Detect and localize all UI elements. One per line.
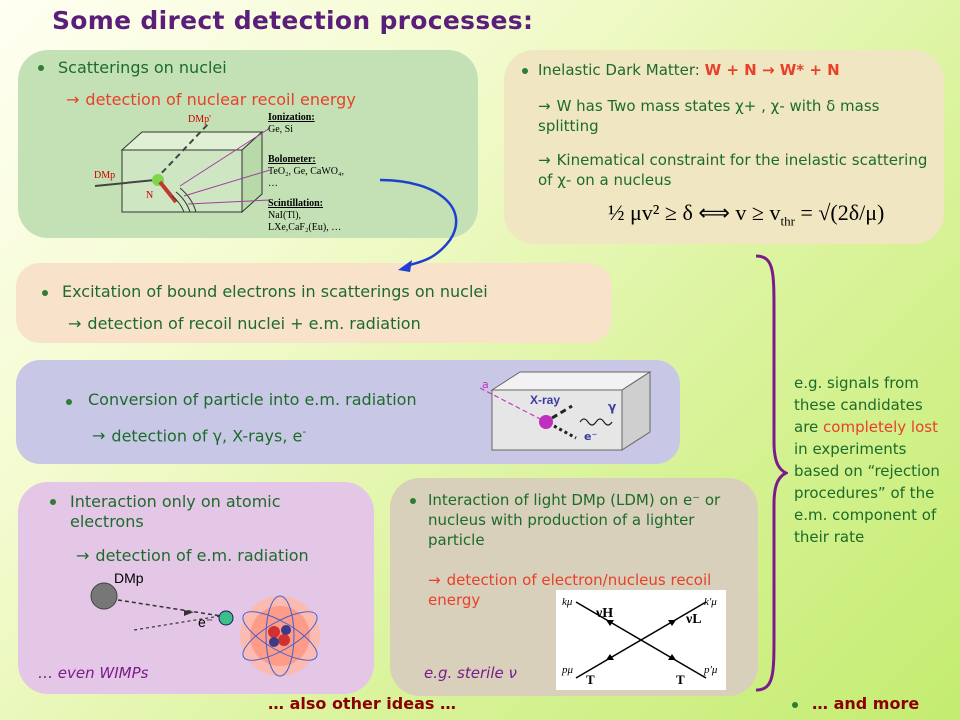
atomic-electron-diagram [90,582,320,677]
xray-label: X-ray [530,393,561,407]
bullet-dot [66,399,72,405]
nuclear-scattering-bullet: Scatterings on nuclei [58,58,227,77]
arrow-icon: → [92,426,106,446]
arrow-icon: → [68,314,82,333]
arrow-icon: → [428,571,441,589]
curved-arrow-icon [380,178,458,272]
recoil-radiation-line: → detection of recoil nuclei + e.m. radia… [68,314,421,334]
conversion-bullet: Conversion of particle into e.m. radiati… [88,390,417,409]
mass-states-text: W has Two mass states χ+ , χ- with δ mas… [538,97,880,135]
side-note-part1: e.g. signals from these candidates are [794,374,923,436]
bullet-dot [410,498,416,504]
bound-electrons-panel [16,263,612,343]
kinematic-constraint-line: →Kinematical constraint for the inelasti… [538,150,928,190]
detector-box-diagram [94,121,271,214]
kinematic-constraint-text: Kinematical constraint for the inelastic… [538,151,928,189]
em-radiation-text: detection of e.m. radiation [95,546,309,565]
conversion-detector-diagram [480,371,652,451]
k-top-left-label: kμ [562,596,573,608]
rejection-side-note: e.g. signals from these candidates are c… [794,372,944,548]
feynman-diagram [556,590,726,690]
nuclear-recoil-text: detection of nuclear recoil energy [85,90,356,109]
recoil-energy-text: detection of electron/nucleus recoil ene… [428,571,712,609]
em-radiation-line: → detection of e.m. radiation [76,546,309,566]
nucleus-label: N [146,190,154,201]
scintillation-items-1: NaI(Tl), [268,210,302,221]
threshold-formula: ½ μv² ≥ δ ⟺ v ≥ vthr = √(2δ/μ) [608,200,884,229]
inelastic-dm-prefix: Inelastic Dark Matter: [538,61,700,79]
ionization-items: Ge, Si [268,124,293,135]
inelastic-reaction: W + N → W* + N [704,61,840,79]
nu-l-label: νL [686,612,702,627]
dmp-label: DMp [114,570,144,586]
p-left-label: pμ [562,664,574,676]
axion-label: a [482,378,489,391]
even-wimps-note: … even WIMPs [38,664,149,682]
bullet-dot [792,702,798,708]
t-right-label: T [676,672,685,687]
bolometer-more: … [268,178,278,189]
dmp-out-label: DMp' [188,114,211,125]
formula-left: ½ μv² ≥ δ ⟺ v ≥ v [608,200,781,225]
inelastic-dm-bullet: Inelastic Dark Matter: W + N → W* + N [538,60,840,80]
brace-icon [755,254,788,692]
formula-sub: thr [780,213,795,229]
and-more-footer: … and more [812,694,920,713]
mass-states-line: →W has Two mass states χ+ , χ- with δ ma… [538,96,928,136]
light-dm-bullet: Interaction of light DMp (LDM) on e⁻ or … [428,491,721,549]
arrow-icon: → [76,546,90,565]
scintillation-title: Scintillation: [268,198,324,209]
p-right-label: p′μ [704,664,718,676]
side-note-part2: completely lost [823,418,938,436]
page-title: Some direct detection processes: [52,6,534,35]
bolometer-title: Bolometer: [268,154,316,165]
nuclear-recoil-line: → detection of nuclear recoil energy [66,90,356,110]
t-left-label: T [586,672,595,687]
bullet-dot [38,65,44,71]
bullet-dot [50,499,56,505]
recoil-energy-line: →detection of electron/nucleus recoil en… [428,570,746,610]
recoil-radiation-text: detection of recoil nuclei + e.m. radiat… [87,314,421,333]
bound-electrons-bullet: Excitation of bound electrons in scatter… [62,282,488,301]
ionization-title: Ionization: [268,112,315,123]
dmp-in-label: DMp [94,170,116,181]
nu-h-label: νH [596,606,614,621]
side-note-part3: in experiments based on “rejection proce… [794,440,940,546]
conversion-detection-text: detection of γ, X-rays, e [111,426,303,446]
arrow-icon: → [538,97,551,115]
electron-label: e⁻ [198,614,214,630]
arrow-icon: → [66,90,80,109]
sterile-note: e.g. sterile ν [424,664,517,682]
formula-right: = √(2δ/μ) [800,200,885,225]
bullet-dot [42,290,48,296]
atomic-electrons-bullet: Interaction only on atomic electrons [70,492,281,531]
k-top-right-label: k′μ [704,596,717,608]
scintillation-items-2: LXe,CaF₂(Eu), … [268,222,342,233]
electron-label: e⁻ [584,430,598,443]
bolometer-items: TeO₂, Ge, CaWO₄, [268,166,344,177]
conversion-detection-line: →detection of γ, X-rays, e- [92,422,306,446]
bullet-dot [522,68,528,74]
gamma-label: γ [608,400,617,414]
arrow-icon: → [538,151,551,169]
inelastic-dm-panel [504,50,944,244]
other-ideas-footer: … also other ideas … [268,694,456,713]
electron-sup: - [302,425,307,438]
